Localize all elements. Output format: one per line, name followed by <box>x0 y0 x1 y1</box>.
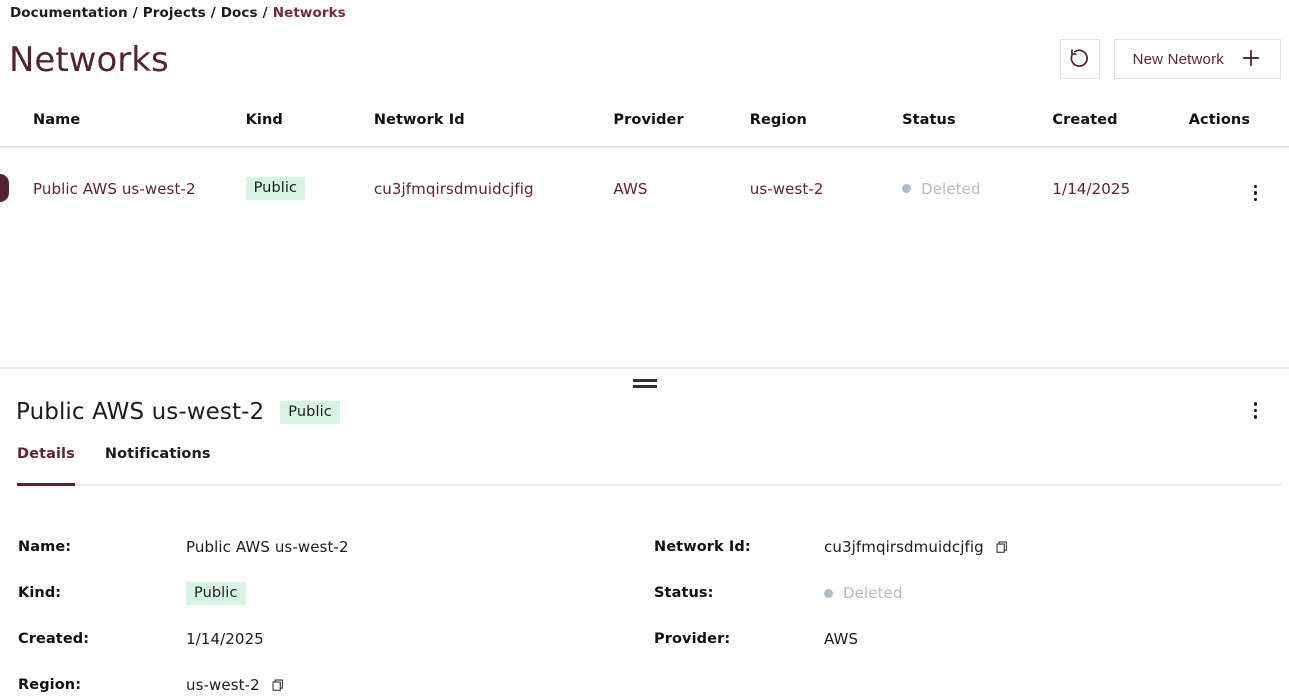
field-value: Public <box>186 581 637 605</box>
status-dot-icon <box>824 588 833 598</box>
column-header-name[interactable]: Name <box>0 112 246 148</box>
column-header-provider[interactable]: Provider <box>613 112 750 148</box>
field-value: AWS <box>824 630 859 648</box>
field-value: Public AWS us-west-2 <box>186 538 349 556</box>
cell-created: 1/14/2025 <box>1052 179 1131 198</box>
cell-region: us-west-2 <box>749 179 824 198</box>
breadcrumb-item-documentation[interactable]: Documentation <box>10 5 128 21</box>
field-value: cu3jfmqirsdmuidcjfig <box>824 538 984 556</box>
refresh-button[interactable] <box>1059 39 1100 79</box>
column-header-region[interactable]: Region <box>749 112 903 148</box>
tab-details[interactable]: Details <box>17 446 75 486</box>
breadcrumb-item-networks[interactable]: Networks <box>272 5 346 21</box>
drag-handle-icon[interactable] <box>632 379 657 388</box>
field-label: Kind: <box>18 585 62 601</box>
plus-icon <box>1240 47 1262 72</box>
cell-provider: AWS <box>613 179 648 198</box>
field-value: us-west-2 <box>186 676 260 694</box>
field-created: Created: 1/14/2025 <box>0 616 637 662</box>
column-header-actions: Actions <box>1188 112 1289 148</box>
new-network-label: New Network <box>1132 50 1224 68</box>
status-badge: Deleted <box>824 584 903 602</box>
field-label: Created: <box>18 631 90 647</box>
field-name: Name: Public AWS us-west-2 <box>0 524 637 570</box>
column-header-status[interactable]: Status <box>902 112 1053 148</box>
column-header-network-id[interactable]: Network Id <box>373 112 614 148</box>
cell-status: Deleted <box>902 147 1052 203</box>
table-header-row: Name Kind Network Id Provider Region Sta… <box>0 112 1289 148</box>
breadcrumb-separator: / <box>210 5 216 21</box>
detail-kind-badge: Public <box>280 400 340 424</box>
breadcrumb-item-projects[interactable]: Projects <box>142 5 206 21</box>
refresh-ccw-icon <box>1069 47 1091 72</box>
kind-badge: Public <box>186 581 246 605</box>
status-label: Deleted <box>921 179 981 198</box>
panel-splitter <box>0 367 1289 369</box>
field-region: Region: us-west-2 <box>0 662 637 700</box>
field-network-id: Network Id: cu3jfmqirsdmuidcjfig <box>637 524 1289 570</box>
breadcrumb-separator: / <box>262 5 268 21</box>
detail-fields-left: Name: Public AWS us-west-2 Kind: Public … <box>0 524 637 700</box>
status-label: Deleted <box>843 584 903 602</box>
page-title: Networks <box>9 40 169 80</box>
field-label: Provider: <box>654 631 731 647</box>
field-value-wrap: Deleted <box>824 584 1289 602</box>
status-badge: Deleted <box>902 180 981 198</box>
selected-row-marker <box>0 174 9 202</box>
cell-name[interactable]: Public AWS us-west-2 <box>33 179 196 198</box>
kebab-menu-icon[interactable] <box>1252 183 1260 204</box>
kind-badge: Public <box>245 177 306 200</box>
detail-fields-right: Network Id: cu3jfmqirsdmuidcjfig Status: <box>637 524 1289 700</box>
field-value-wrap: us-west-2 <box>186 676 637 694</box>
field-label: Name: <box>18 539 72 555</box>
breadcrumb-separator: / <box>132 5 138 21</box>
copy-icon[interactable] <box>272 678 286 692</box>
field-provider: Provider: AWS <box>637 616 1289 662</box>
networks-table: Name Kind Network Id Provider Region Sta… <box>0 112 1289 368</box>
table-row[interactable]: Public AWS us-west-2 Public cu3jfmqirsdm… <box>0 147 1289 203</box>
detail-fields: Name: Public AWS us-west-2 Kind: Public … <box>0 524 1289 700</box>
detail-title: Public AWS us-west-2 <box>16 399 265 425</box>
breadcrumb: Documentation / Projects / Docs / Networ… <box>10 5 346 21</box>
detail-header: Public AWS us-west-2 Public <box>0 392 1289 432</box>
cell-kind: Public <box>245 147 374 203</box>
field-label: Region: <box>18 677 82 693</box>
field-value-wrap: cu3jfmqirsdmuidcjfig <box>824 538 1289 556</box>
status-dot-icon <box>902 184 912 194</box>
detail-kebab-menu-icon[interactable] <box>1252 400 1260 421</box>
network-detail-panel: Public AWS us-west-2 Public Details Noti… <box>0 392 1289 700</box>
field-label: Network Id: <box>654 539 751 555</box>
field-value: 1/14/2025 <box>186 630 264 648</box>
copy-icon[interactable] <box>996 540 1010 554</box>
column-header-created[interactable]: Created <box>1052 112 1189 148</box>
new-network-button[interactable]: New Network <box>1113 39 1281 79</box>
tab-notifications[interactable]: Notifications <box>104 446 211 462</box>
page-actions: New Network <box>1059 39 1281 79</box>
breadcrumb-item-docs[interactable]: Docs <box>220 5 258 21</box>
field-kind: Kind: Public <box>0 570 637 616</box>
detail-tabs: Details Notifications <box>17 446 1282 486</box>
field-label: Status: <box>654 585 714 601</box>
column-header-kind[interactable]: Kind <box>245 112 374 148</box>
cell-network-id: cu3jfmqirsdmuidcjfig <box>373 179 534 198</box>
cell-actions <box>1189 147 1289 203</box>
field-status: Status: Deleted <box>637 570 1289 616</box>
